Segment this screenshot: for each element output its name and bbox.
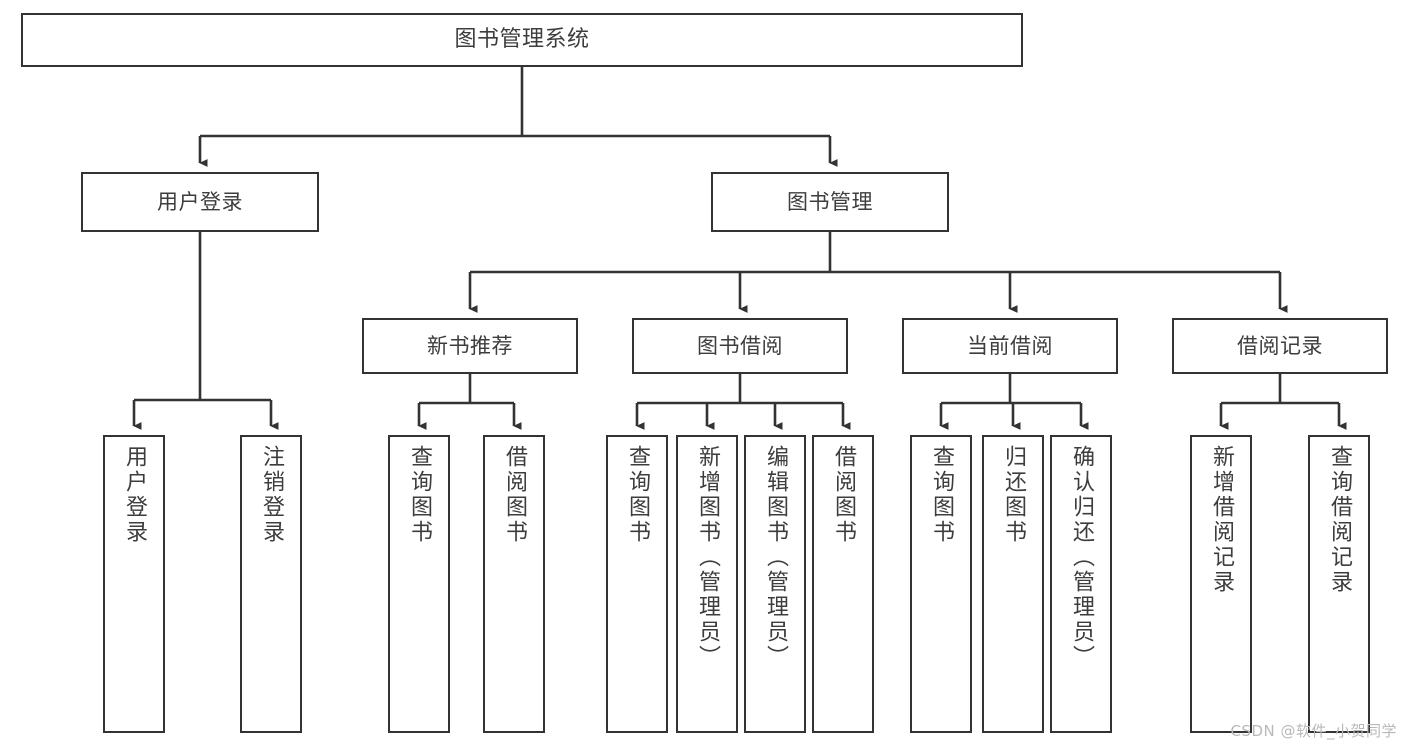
node-book-manage[interactable]: 图书管理 (711, 172, 949, 232)
node-book-borrow[interactable]: 图书借阅 (632, 318, 848, 374)
node-leaf-query-record[interactable]: 查询借阅记录 (1308, 435, 1370, 733)
node-leaf-query-book-3-label: 查询图书 (929, 445, 954, 545)
node-leaf-query-book-2-label: 查询图书 (625, 445, 650, 545)
node-leaf-borrow-book-1[interactable]: 借阅图书 (483, 435, 545, 733)
csdn-watermark: CSDN @软件_小贺同学 (1230, 722, 1397, 740)
node-leaf-user-login-label: 用户登录 (122, 445, 147, 545)
node-root[interactable]: 图书管理系统 (21, 13, 1023, 67)
node-leaf-confirm-return[interactable]: 确认归还（管理员） (1050, 435, 1112, 733)
node-leaf-query-book-1[interactable]: 查询图书 (388, 435, 450, 733)
node-leaf-confirm-return-label: 确认归还（管理员） (1069, 445, 1094, 670)
node-user-login-label: 用户登录 (157, 189, 243, 214)
node-leaf-query-record-label: 查询借阅记录 (1327, 445, 1352, 595)
node-current-borrow-label: 当前借阅 (967, 333, 1053, 358)
node-leaf-return-book[interactable]: 归还图书 (982, 435, 1044, 733)
node-book-manage-label: 图书管理 (787, 189, 873, 214)
node-leaf-query-book-1-label: 查询图书 (407, 445, 432, 545)
node-leaf-return-book-label: 归还图书 (1001, 445, 1026, 545)
node-new-book-recommend[interactable]: 新书推荐 (362, 318, 578, 374)
node-book-borrow-label: 图书借阅 (697, 333, 783, 358)
node-leaf-logout[interactable]: 注销登录 (240, 435, 302, 733)
node-leaf-borrow-book-1-label: 借阅图书 (502, 445, 527, 545)
node-leaf-query-book-2[interactable]: 查询图书 (606, 435, 668, 733)
node-leaf-edit-book-label: 编辑图书（管理员） (763, 445, 788, 670)
node-leaf-query-book-3[interactable]: 查询图书 (910, 435, 972, 733)
node-leaf-add-book[interactable]: 新增图书（管理员） (676, 435, 738, 733)
node-new-book-recommend-label: 新书推荐 (427, 333, 513, 358)
node-leaf-add-record[interactable]: 新增借阅记录 (1190, 435, 1252, 733)
node-leaf-user-login[interactable]: 用户登录 (103, 435, 165, 733)
node-borrow-record[interactable]: 借阅记录 (1172, 318, 1388, 374)
node-leaf-add-book-label: 新增图书（管理员） (695, 445, 720, 670)
node-leaf-edit-book[interactable]: 编辑图书（管理员） (744, 435, 806, 733)
node-root-label: 图书管理系统 (454, 27, 590, 53)
node-current-borrow[interactable]: 当前借阅 (902, 318, 1118, 374)
node-leaf-borrow-book-2-label: 借阅图书 (831, 445, 856, 545)
node-leaf-add-record-label: 新增借阅记录 (1209, 445, 1234, 595)
node-borrow-record-label: 借阅记录 (1237, 333, 1323, 358)
node-leaf-logout-label: 注销登录 (259, 445, 284, 545)
node-leaf-borrow-book-2[interactable]: 借阅图书 (812, 435, 874, 733)
node-user-login[interactable]: 用户登录 (81, 172, 319, 232)
